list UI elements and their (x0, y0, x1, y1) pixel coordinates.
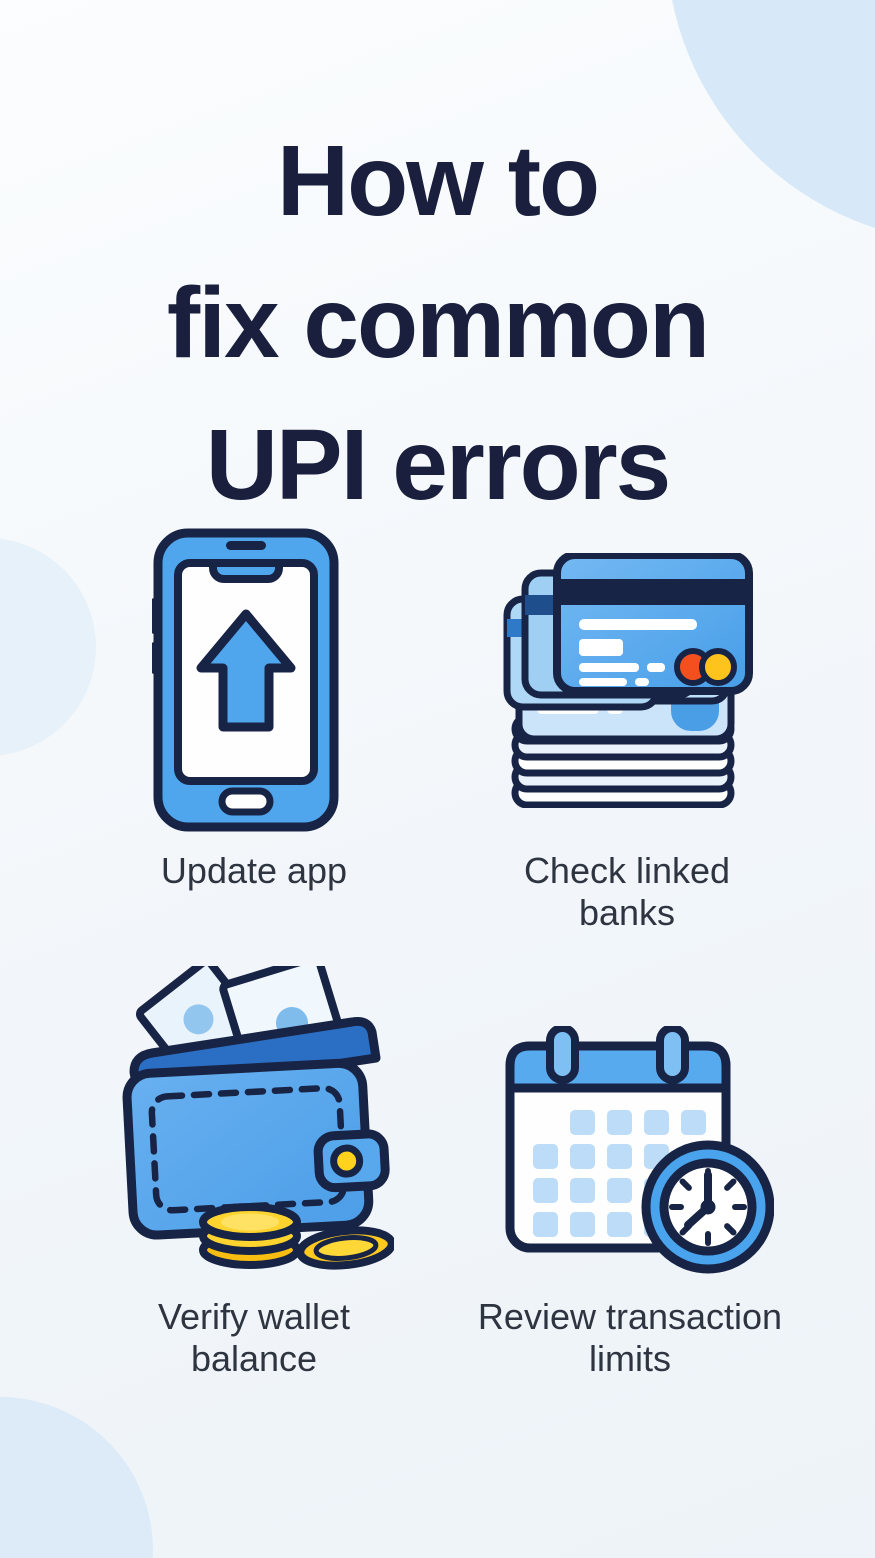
calendar-ring-right (656, 1026, 689, 1084)
label-line: limits (589, 1337, 671, 1379)
title-line-2: fix common (166, 267, 710, 379)
clock (641, 1140, 774, 1274)
upload-arrow-icon (196, 609, 296, 732)
coins (199, 1203, 394, 1270)
label-review-transaction-limits: Review transaction limits (440, 1296, 820, 1380)
phone-update-icon (152, 528, 339, 832)
label-line: Verify wallet (157, 1296, 351, 1337)
page-title: How to fix common UPI errors (0, 110, 875, 536)
title-line-1: How to (276, 125, 600, 237)
wallet-balance-icon (122, 966, 394, 1270)
clasp-button (330, 1144, 364, 1178)
calendar-header (505, 1041, 731, 1093)
bg-circle-bottom-left (0, 1397, 153, 1558)
label-update-app: Update app (79, 850, 429, 892)
linked-bank-cards-icon (503, 553, 753, 808)
title-line-3: UPI errors (205, 409, 672, 521)
transaction-limits-calendar-clock-icon (505, 1026, 774, 1274)
label-line: Check linked (523, 850, 731, 891)
label-line: balance (190, 1337, 318, 1379)
bg-circle-middle-left (0, 538, 96, 756)
calendar-ring-left (546, 1026, 579, 1084)
label-line: banks (578, 891, 676, 933)
card-yellow-circle (699, 648, 737, 686)
label-line: Update app (160, 850, 348, 891)
label-check-linked-banks: Check linked banks (452, 850, 802, 934)
label-verify-wallet-balance: Verify wallet balance (79, 1296, 429, 1380)
label-line: Review transaction (477, 1296, 783, 1337)
